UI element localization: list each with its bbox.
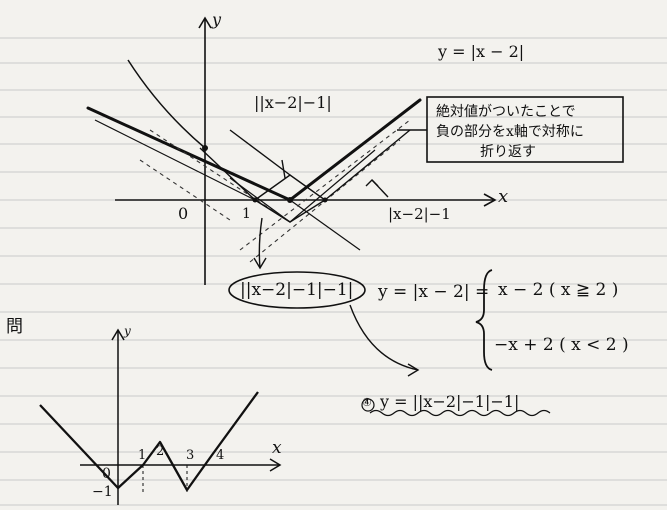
upper-tick-1: 1	[242, 206, 251, 222]
piecewise-case-1: x − 2 ( x ≧ 2 )	[498, 280, 619, 300]
upper-y-axis-label: y	[212, 10, 222, 29]
note-line-1: 絶対値がついたことで	[436, 104, 576, 120]
lower-tick-4: 4	[216, 448, 225, 463]
piecewise-lhs: y = |x − 2| =	[378, 282, 490, 302]
label-inner-double-abs: ||x−2|−1|	[254, 93, 332, 112]
circled-expression-oval	[228, 271, 366, 309]
answer-text: y = ||x−2|−1|−1|	[380, 392, 520, 411]
note-line-2: 負の部分をx軸で対称に	[436, 124, 584, 140]
answer-marker: ④	[362, 396, 372, 409]
circled-expression: ||x−2|−1|−1|	[240, 280, 354, 300]
label-y-abs-x-minus-2: y = |x − 2|	[438, 42, 525, 61]
lower-tick-2: 2	[156, 444, 165, 459]
lower-minus-one-label: −1	[92, 484, 113, 500]
section-label: 問	[6, 317, 23, 337]
piecewise-brace	[475, 269, 493, 371]
note-line-3: 折り返す	[480, 144, 536, 160]
lower-x-axis-label: x	[272, 438, 282, 458]
lower-tick-1: 1	[138, 448, 147, 463]
upper-origin-label: 0	[178, 204, 189, 223]
piecewise-case-2: −x + 2 ( x < 2 )	[494, 335, 629, 355]
lower-tick-3: 3	[186, 448, 195, 463]
lower-w-graph	[39, 391, 259, 492]
lower-y-axis-label: y	[124, 324, 131, 338]
upper-x-axis-label: x	[498, 186, 509, 207]
label-abs-minus-one: |x−2|−1	[388, 205, 451, 223]
lower-origin-label: 0	[102, 466, 111, 482]
